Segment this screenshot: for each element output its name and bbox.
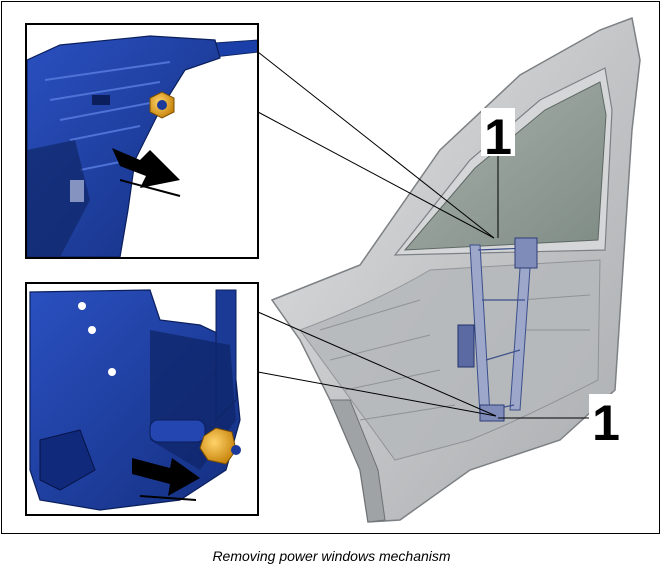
leader-bottom-upper [257,311,497,417]
bracket-stud [149,419,206,443]
callout-1-top-bg [481,108,515,156]
bracket-top-ribs [44,61,171,171]
bracket-bottom-hole-3 [108,368,116,376]
door-bottom-edge [329,399,386,523]
bracket-top-slot [92,95,110,105]
regulator-top-clip [514,237,538,269]
bracket-bottom-clip [39,429,96,491]
regulator-bottom-clip [479,404,505,422]
door-exploded-illustration: 1 1 [25,16,641,523]
leader-top-upper [257,51,495,239]
callout-1-top: 1 [484,109,512,165]
leader-bottom-lower [257,371,497,417]
leader-lines [257,51,592,419]
callout-labels: 1 1 [481,108,623,451]
top-detail-inset [25,23,259,259]
callout-1-bottom: 1 [592,395,620,451]
nut-icon [199,427,241,465]
bracket-bottom-hole-2 [88,326,96,334]
nut-icon [149,91,175,119]
callout-1-bottom-bg [589,394,623,442]
bracket-top-slot-2 [70,180,84,202]
bracket-bottom-hole-1 [78,302,86,310]
bottom-detail-inset [25,282,259,516]
leader-top-lower [257,111,495,239]
bracket-top-shadow [27,140,90,257]
figure-caption: Removing power windows mechanism [212,548,451,564]
regulator-cable [477,247,529,411]
door-assembly [270,16,641,523]
bolt-removal-arrow-icon [132,458,200,501]
window-regulator [457,237,538,422]
door-inner-ribs [319,294,591,421]
regulator-motor [457,324,475,368]
bolt-removal-arrow-icon [112,148,181,197]
